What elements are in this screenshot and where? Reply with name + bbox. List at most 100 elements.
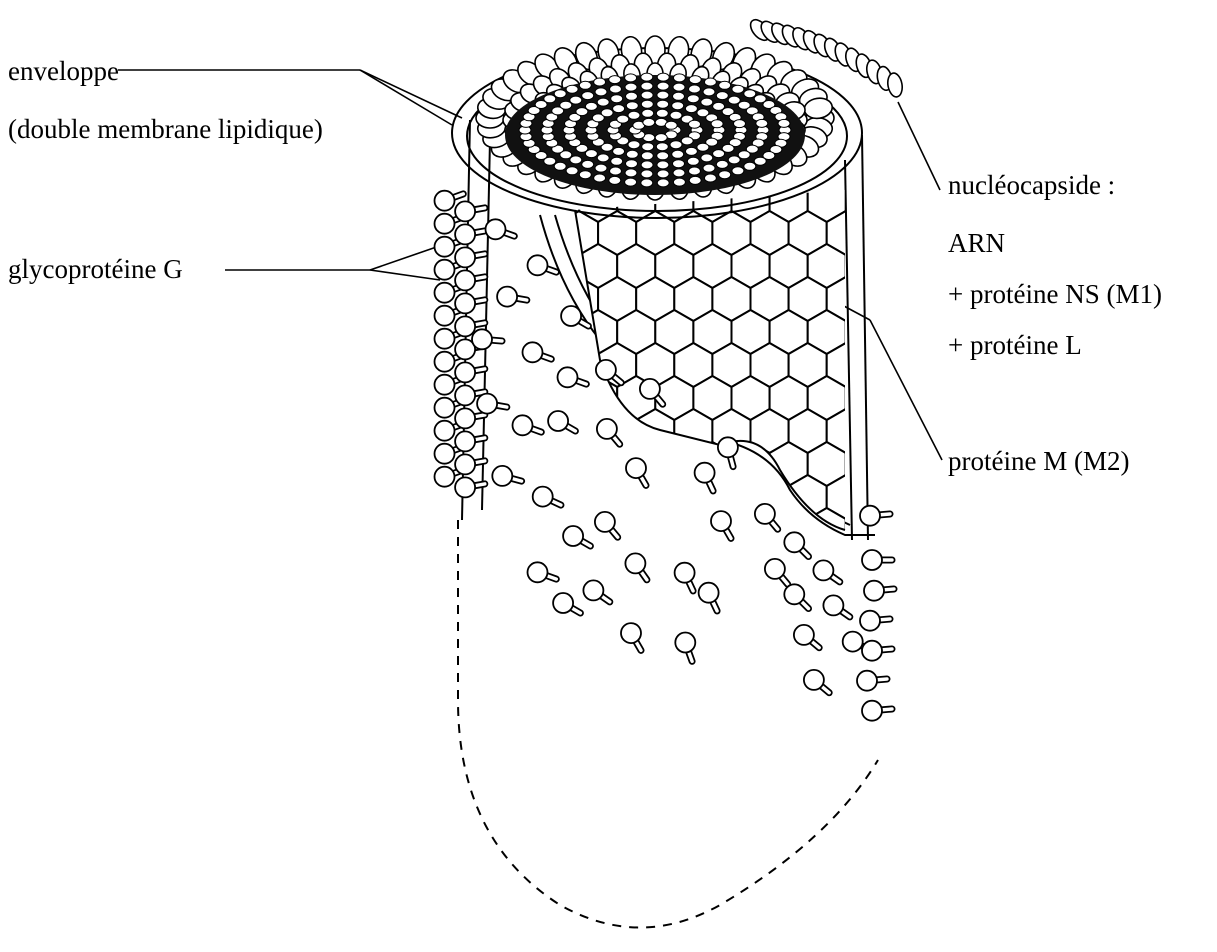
glycoprotein-g-spike bbox=[675, 563, 695, 591]
lattice-cell bbox=[941, 541, 979, 585]
core-subunit bbox=[673, 74, 685, 82]
lattice-cell bbox=[808, 706, 846, 750]
glycoprotein-g-spike bbox=[513, 415, 542, 435]
core-subunit bbox=[728, 96, 740, 104]
glycoprotein-g-spike bbox=[625, 553, 647, 579]
lattice-cell bbox=[579, 640, 617, 684]
lattice-cell bbox=[903, 673, 941, 717]
glycoprotein-g-spike bbox=[455, 270, 485, 290]
lattice-cell bbox=[1036, 640, 1074, 684]
core-subunit bbox=[719, 81, 731, 89]
lattice-cell bbox=[636, 409, 674, 453]
core-subunit bbox=[613, 147, 625, 155]
core-subunit bbox=[641, 179, 653, 187]
lattice-cell bbox=[712, 673, 750, 717]
glycoprotein-g-spike bbox=[718, 437, 738, 466]
core-subunit bbox=[657, 179, 669, 187]
core-subunit bbox=[657, 100, 669, 108]
lattice-cell bbox=[979, 541, 1017, 585]
lattice-cell bbox=[922, 508, 960, 552]
core-subunit bbox=[738, 151, 750, 159]
core-subunit bbox=[642, 143, 654, 151]
core-subunit bbox=[689, 167, 701, 175]
lattice-cell bbox=[865, 739, 903, 783]
core-subunit bbox=[613, 105, 625, 113]
glycoprotein-g-spike bbox=[675, 633, 695, 662]
lattice-cell bbox=[998, 706, 1036, 750]
glycoprotein-g-spike bbox=[492, 466, 521, 486]
core-subunit bbox=[597, 98, 609, 106]
lattice-cell bbox=[770, 640, 808, 684]
core-subunit bbox=[703, 88, 715, 96]
lattice-cell bbox=[1017, 475, 1055, 519]
lattice-cell bbox=[998, 574, 1036, 618]
core-subunit bbox=[566, 85, 578, 93]
core-subunit bbox=[625, 178, 637, 186]
core-subunit bbox=[601, 109, 613, 117]
glycoprotein-g-spike bbox=[523, 342, 552, 362]
lattice-cell bbox=[884, 244, 922, 288]
lattice-cell bbox=[579, 706, 617, 750]
core-subunit bbox=[585, 102, 597, 110]
label-envelope: enveloppe bbox=[8, 56, 119, 86]
core-subunit bbox=[756, 119, 768, 127]
glycoprotein-g-spike bbox=[597, 419, 620, 444]
lattice-cell bbox=[1017, 607, 1055, 651]
lattice-cell bbox=[1055, 607, 1093, 651]
core-subunit bbox=[594, 78, 606, 86]
lattice-cell bbox=[884, 178, 922, 222]
core-subunit bbox=[701, 98, 713, 106]
lattice-cell bbox=[941, 475, 979, 519]
core-subunit bbox=[579, 81, 591, 89]
core-subunit bbox=[594, 174, 606, 182]
core-subunit bbox=[628, 141, 640, 149]
lattice-cell bbox=[693, 640, 731, 684]
lattice-cell bbox=[1017, 673, 1055, 717]
glycoprotein-g-spike bbox=[823, 595, 849, 617]
core-subunit bbox=[595, 164, 607, 172]
lattice-cell bbox=[541, 640, 579, 684]
core-subunit bbox=[689, 76, 701, 84]
glycoprotein-g-spike bbox=[813, 560, 839, 582]
glycoprotein-g-spike bbox=[860, 611, 890, 631]
core-subunit bbox=[673, 169, 685, 177]
core-subunit bbox=[544, 95, 556, 103]
lattice-cell bbox=[789, 739, 827, 783]
core-subunit bbox=[713, 150, 725, 158]
core-subunit bbox=[657, 152, 669, 160]
leader-nucleocapsid bbox=[898, 102, 940, 190]
lattice-cell bbox=[1017, 739, 1055, 783]
core-subunit bbox=[716, 160, 728, 168]
lattice-cell bbox=[655, 442, 693, 486]
core-subunit bbox=[570, 156, 582, 164]
glycoprotein-g-spike bbox=[862, 641, 892, 661]
lattice-cell bbox=[1055, 475, 1093, 519]
core-subunit bbox=[656, 109, 668, 117]
core-subunit bbox=[566, 167, 578, 175]
glycoprotein-g-spike bbox=[553, 593, 580, 613]
glycoprotein-g-spike bbox=[528, 255, 557, 275]
lattice-cell bbox=[960, 376, 998, 420]
glycoprotein-g-spike bbox=[533, 487, 561, 507]
core-subunit bbox=[641, 82, 653, 90]
glycoprotein-g-spike bbox=[455, 362, 485, 382]
core-subunit bbox=[579, 171, 591, 179]
core-subunit bbox=[719, 171, 731, 179]
core-subunit bbox=[642, 109, 654, 117]
lattice-cell bbox=[655, 706, 693, 750]
core-subunit bbox=[685, 147, 697, 155]
glycoprotein-g-spike bbox=[804, 670, 829, 693]
lattice-cell bbox=[960, 706, 998, 750]
core-subunit bbox=[701, 154, 713, 162]
core-subunit bbox=[641, 100, 653, 108]
glycoprotein-g-spike bbox=[755, 504, 778, 529]
lattice-cell bbox=[732, 640, 770, 684]
core-subunit bbox=[728, 156, 740, 164]
glycoprotein-g-spike bbox=[857, 671, 887, 691]
lattice-cell bbox=[998, 508, 1036, 552]
lattice-cell bbox=[560, 673, 598, 717]
core-subunit bbox=[582, 92, 594, 100]
lattice-cell bbox=[960, 640, 998, 684]
core-subunit bbox=[704, 78, 716, 86]
label-nucleocapsid: nucléocapside : bbox=[948, 170, 1115, 200]
